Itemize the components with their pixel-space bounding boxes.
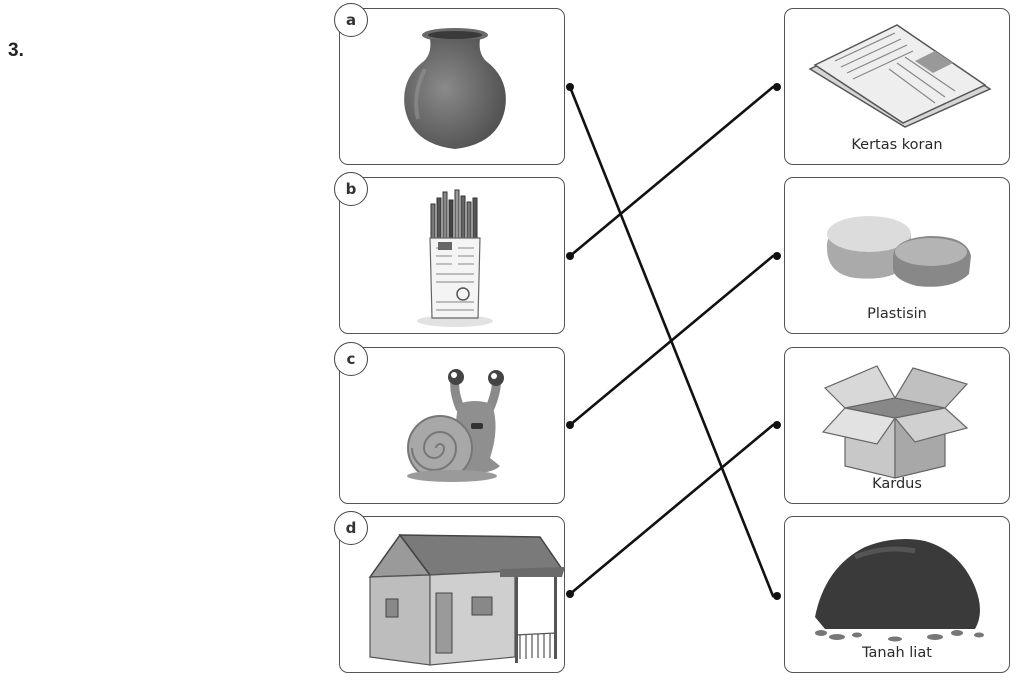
house-icon bbox=[368, 533, 565, 666]
card-c[interactable]: c bbox=[334, 342, 565, 504]
plasticine-icon bbox=[826, 216, 971, 287]
label-kardus: Kardus bbox=[872, 476, 922, 492]
dot-tanah-liat[interactable] bbox=[773, 592, 781, 600]
match-line-b bbox=[568, 85, 775, 258]
cardboard-box-icon bbox=[821, 365, 969, 479]
card-plastisin[interactable]: Plastisin bbox=[784, 177, 1010, 334]
match-line-c bbox=[568, 254, 775, 427]
card-kardus[interactable]: Kardus bbox=[784, 347, 1010, 504]
label-plastisin: Plastisin bbox=[867, 306, 927, 322]
newspaper-icon bbox=[808, 24, 992, 128]
letter-badge-d: d bbox=[334, 511, 368, 545]
label-kertas-koran: Kertas koran bbox=[851, 137, 943, 153]
dot-kardus[interactable] bbox=[773, 421, 781, 429]
dot-b[interactable] bbox=[566, 252, 574, 260]
letter-badge-a: a bbox=[334, 3, 368, 37]
dot-d[interactable] bbox=[566, 590, 574, 598]
card-d[interactable]: d bbox=[334, 511, 565, 673]
question-number: 3. bbox=[8, 40, 24, 61]
snail-icon bbox=[407, 369, 504, 482]
dot-kertas-koran[interactable] bbox=[773, 83, 781, 91]
dot-a[interactable] bbox=[566, 83, 574, 91]
dot-c[interactable] bbox=[566, 421, 574, 429]
card-tanah-liat[interactable]: Tanah liat bbox=[784, 516, 1010, 673]
letter-badge-b: b bbox=[334, 172, 368, 206]
letter-badge-c: c bbox=[334, 342, 368, 376]
dot-plastisin[interactable] bbox=[773, 252, 781, 260]
clay-pile-icon bbox=[815, 539, 984, 642]
vase-icon bbox=[404, 28, 506, 149]
card-kertas-koran[interactable]: Kertas koran bbox=[784, 8, 1010, 165]
card-a[interactable]: a bbox=[334, 3, 565, 165]
label-tanah-liat: Tanah liat bbox=[862, 645, 932, 661]
card-b[interactable]: b bbox=[334, 172, 565, 334]
match-line-d bbox=[568, 423, 775, 596]
pencil-holder-icon bbox=[417, 189, 493, 327]
